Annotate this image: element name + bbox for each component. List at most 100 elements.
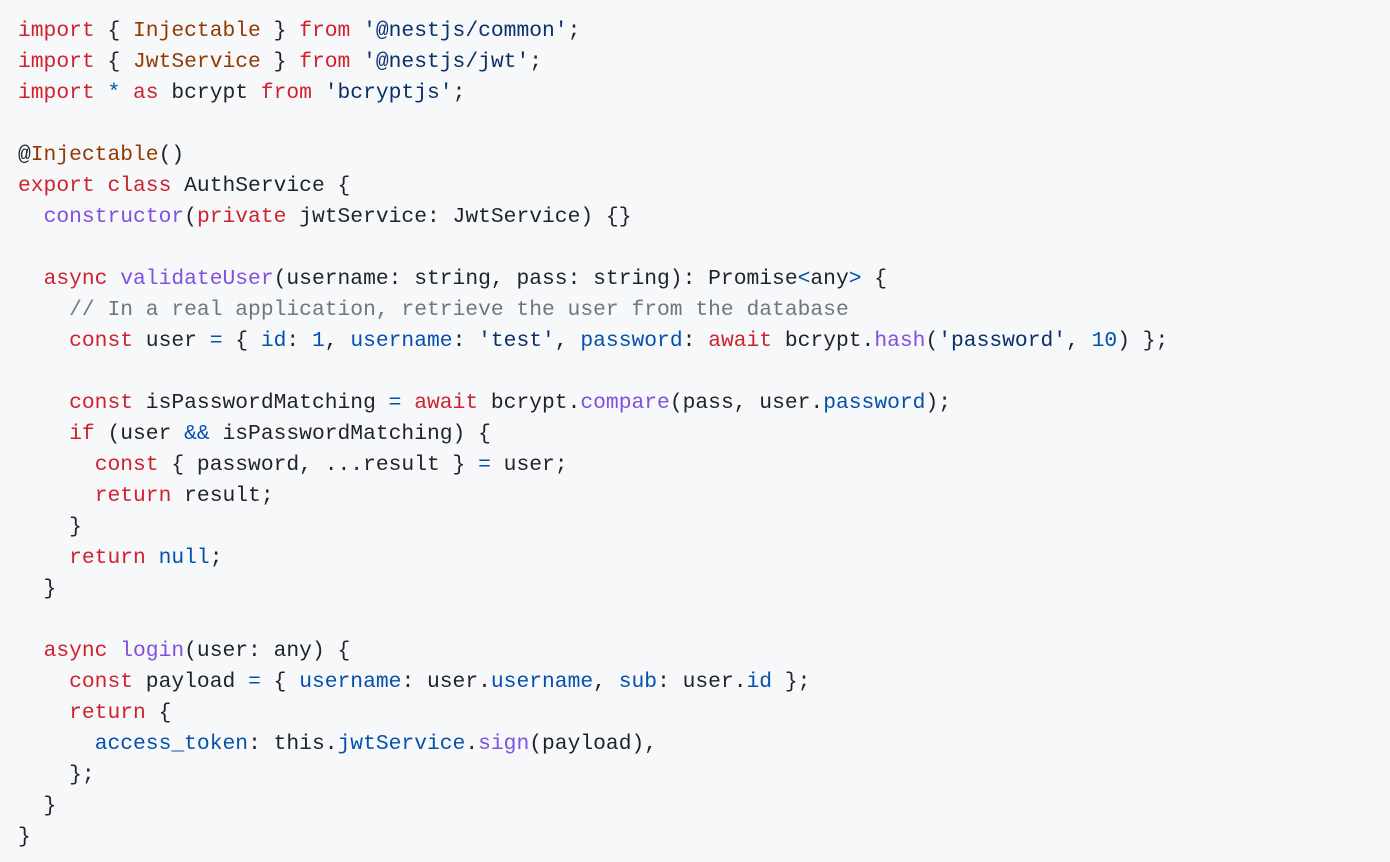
code-keyword: const	[69, 670, 134, 694]
code-string: '@nestjs/jwt'	[363, 50, 530, 74]
code-constant: password	[823, 391, 926, 415]
code-text: ;	[452, 81, 466, 105]
code-keyword: private	[196, 205, 287, 229]
code-keyword: export	[18, 174, 95, 198]
code-string: 'bcryptjs'	[324, 81, 453, 105]
code-line: }	[18, 822, 1168, 853]
code-text: {	[145, 701, 172, 725]
code-text	[18, 484, 95, 508]
code-text: }	[18, 577, 57, 601]
code-text: (pass, user.	[669, 391, 824, 415]
code-text: {	[94, 19, 134, 43]
code-constant: &&	[184, 422, 210, 446]
code-text: user	[133, 329, 210, 353]
code-line: return {	[18, 698, 1168, 729]
code-keyword: from	[260, 81, 312, 105]
code-keyword: class	[107, 174, 172, 198]
code-entity: Injectable	[133, 19, 261, 43]
code-constant: null	[158, 546, 210, 570]
code-text: :	[286, 329, 312, 353]
code-text: (	[925, 329, 939, 353]
code-text: result;	[171, 484, 274, 508]
code-line	[18, 109, 1168, 140]
code-string: '@nestjs/common'	[363, 19, 568, 43]
code-constant: <	[797, 267, 811, 291]
code-keyword: import	[18, 50, 95, 74]
code-text: }	[18, 825, 31, 849]
code-keyword: from	[299, 19, 351, 43]
code-text: @	[18, 143, 31, 167]
code-line: access_token: this.jwtService.sign(paylo…	[18, 729, 1168, 760]
code-text: bcrypt	[158, 81, 261, 105]
code-text: (user	[94, 422, 185, 446]
code-text: ;	[567, 19, 581, 43]
code-function: constructor	[43, 205, 185, 229]
code-text: );	[925, 391, 952, 415]
code-text	[95, 174, 108, 198]
code-text: ) };	[1117, 329, 1169, 353]
code-text: ;	[209, 546, 223, 570]
code-block: import { Injectable } from '@nestjs/comm…	[18, 16, 1168, 853]
code-text: {	[260, 670, 300, 694]
code-line: }	[18, 791, 1168, 822]
code-text	[18, 732, 95, 756]
code-line: @Injectable()	[18, 140, 1168, 171]
code-line: const { password, ...result } = user;	[18, 450, 1168, 481]
code-keyword: as	[133, 81, 159, 105]
code-function: hash	[874, 329, 926, 353]
code-constant: username	[350, 329, 453, 353]
code-keyword: if	[69, 422, 95, 446]
code-comment: // In a real application, retrieve the u…	[69, 298, 849, 322]
code-text	[18, 639, 44, 663]
code-string: 'test'	[478, 329, 555, 353]
code-line: import * as bcrypt from 'bcryptjs';	[18, 78, 1168, 109]
code-keyword: await	[708, 329, 773, 353]
code-text	[312, 81, 325, 105]
code-text: isPasswordMatching	[133, 391, 389, 415]
code-keyword: const	[69, 329, 134, 353]
code-line: }	[18, 512, 1168, 543]
code-line: import { JwtService } from '@nestjs/jwt'…	[18, 47, 1168, 78]
code-text: bcrypt.	[772, 329, 875, 353]
code-constant: access_token	[94, 732, 249, 756]
code-text	[18, 670, 69, 694]
code-constant: id	[260, 329, 287, 353]
code-text: .	[465, 732, 479, 756]
code-text: :	[452, 329, 479, 353]
code-text: }	[260, 19, 300, 43]
code-text: (username: string, pass: string): Promis…	[273, 267, 798, 291]
code-text: :	[682, 329, 709, 353]
code-entity: JwtService	[133, 50, 261, 74]
code-text: }	[18, 794, 57, 818]
code-text	[18, 453, 95, 477]
code-text: ,	[554, 329, 581, 353]
code-text	[18, 391, 69, 415]
code-text: {	[94, 50, 134, 74]
code-text	[95, 81, 108, 105]
code-text	[146, 546, 159, 570]
code-text	[120, 81, 133, 105]
code-text	[18, 267, 44, 291]
code-text	[401, 391, 414, 415]
code-line: async login(user: any) {	[18, 636, 1168, 667]
code-function: sign	[478, 732, 530, 756]
code-keyword: return	[94, 484, 172, 508]
code-text: bcrypt.	[478, 391, 581, 415]
code-line: // In a real application, retrieve the u…	[18, 295, 1168, 326]
code-constant: username	[299, 670, 402, 694]
code-text: ()	[158, 143, 185, 167]
code-text: { password, ...result }	[158, 453, 479, 477]
code-text	[350, 50, 363, 74]
code-text: }	[260, 50, 300, 74]
code-line: export class AuthService {	[18, 171, 1168, 202]
code-line: if (user && isPasswordMatching) {	[18, 419, 1168, 450]
code-line: const isPasswordMatching = await bcrypt.…	[18, 388, 1168, 419]
code-line: constructor(private jwtService: JwtServi…	[18, 202, 1168, 233]
code-text: jwtService: JwtService) {}	[286, 205, 632, 229]
code-text	[18, 546, 69, 570]
code-text: }	[18, 515, 82, 539]
code-text: ,	[593, 670, 619, 694]
code-text: (payload),	[529, 732, 658, 756]
code-text: ,	[324, 329, 351, 353]
code-text: : user.	[657, 670, 747, 694]
